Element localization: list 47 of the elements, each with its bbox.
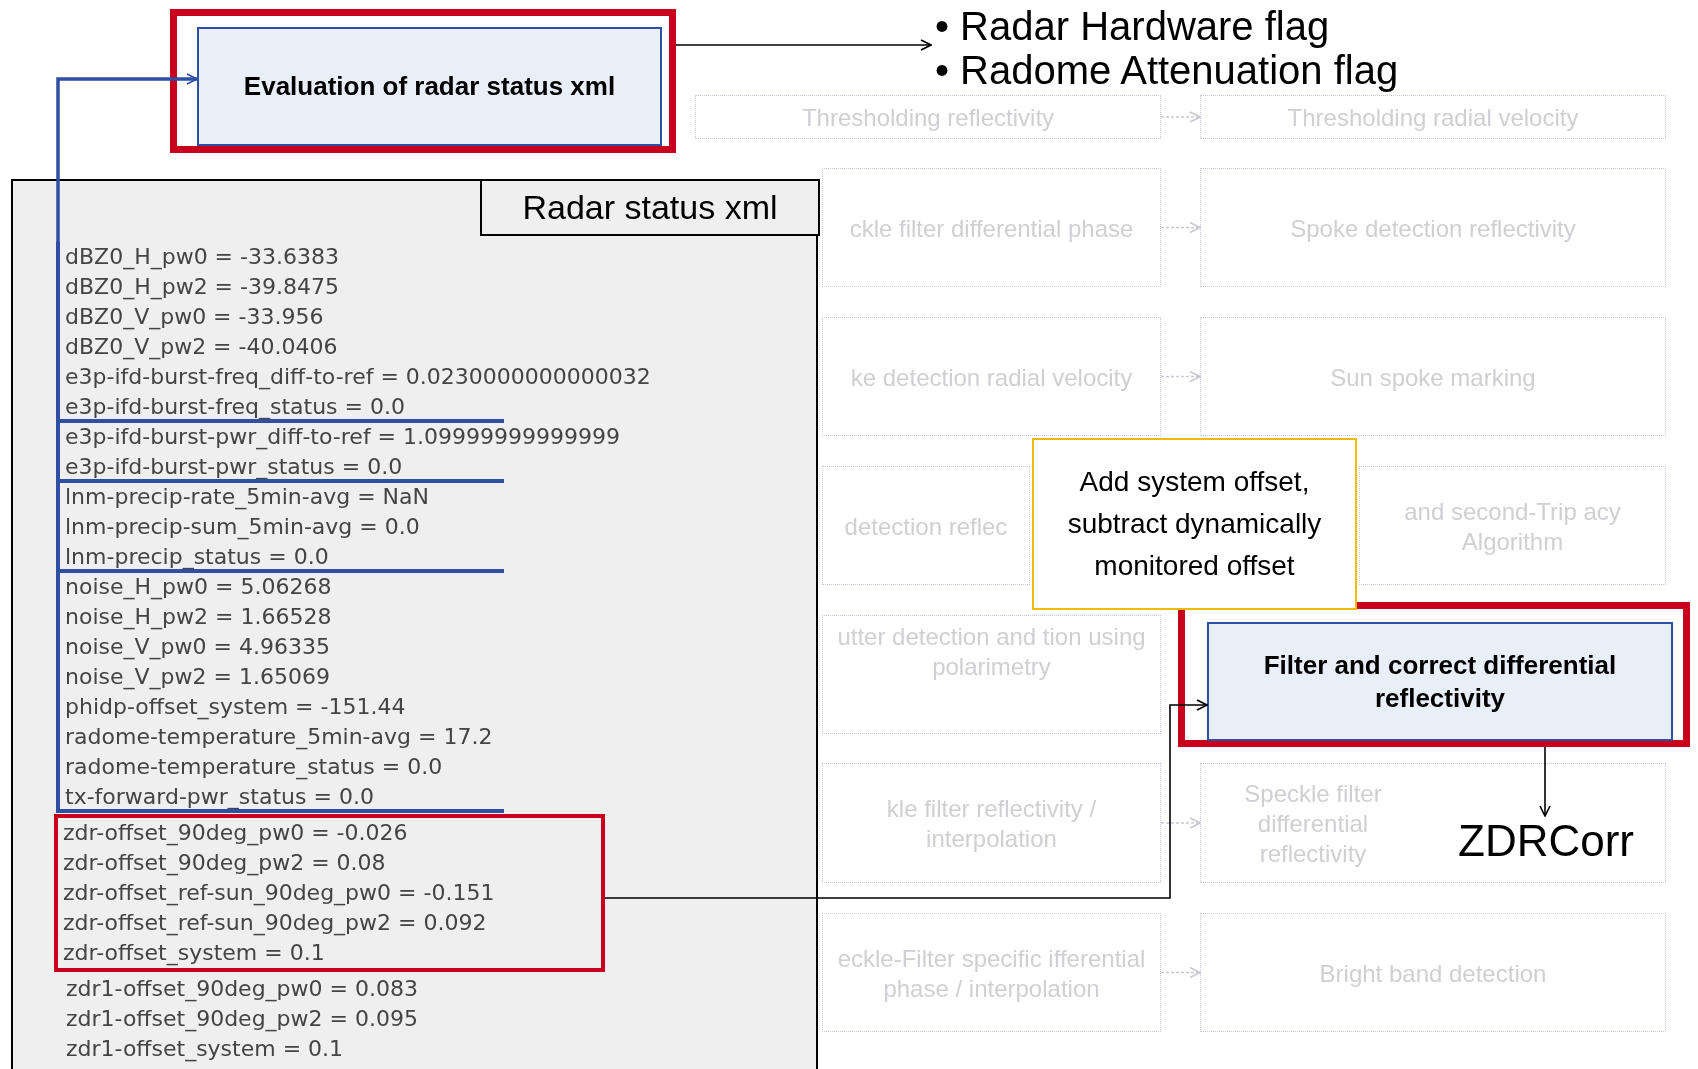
status-line: noise_V_pw0 = 4.96335 xyxy=(65,633,330,662)
faded-arrow xyxy=(1160,966,1201,979)
status-line: zdr-offset_ref-sun_90deg_pw2 = 0.092 xyxy=(63,909,487,938)
status-line: zdr1-offset_system = 0.1 xyxy=(66,1035,344,1064)
status-line: zdr1-offset_90deg_pw0 = 0.083 xyxy=(66,975,418,1004)
status-line: noise_V_pw2 = 1.65069 xyxy=(65,663,330,692)
status-line: lnm-precip-rate_5min-avg = NaN xyxy=(65,483,429,512)
status-line: lnm-precip_status = 0.0 xyxy=(65,543,329,571)
bullet-item: • Radome Attenuation flag xyxy=(934,48,1399,92)
arrow xyxy=(1539,746,1551,817)
faded-arrow xyxy=(1160,817,1201,829)
status-line: noise_H_pw0 = 5.06268 xyxy=(65,573,332,602)
arrow xyxy=(56,73,198,242)
status-line: tx-forward-pwr_status = 0.0 xyxy=(65,783,374,811)
status-line: noise_H_pw2 = 1.66528 xyxy=(65,603,332,632)
arrow xyxy=(675,39,932,51)
process-box: Evaluation of radar status xml xyxy=(197,27,662,146)
status-line: phidp-offset_system = -151.44 xyxy=(65,693,406,722)
status-line: dBZ0_V_pw0 = -33.956 xyxy=(65,303,324,332)
status-line: dBZ0_H_pw0 = -33.6383 xyxy=(65,243,339,272)
status-line: radome-temperature_5min-avg = 17.2 xyxy=(65,723,493,752)
process-box: Filter and correct differential reflectivity xyxy=(1207,622,1673,741)
status-line: zdr1-offset_90deg_pw2 = 0.095 xyxy=(66,1005,418,1034)
highlight-frame xyxy=(1178,602,1690,747)
status-line: zdr-offset_system = 0.1 xyxy=(63,939,325,968)
output-label: ZDRCorr xyxy=(1441,816,1651,872)
status-line: e3p-ifd-burst-freq_diff-to-ref = 0.0230000000000032 xyxy=(65,363,651,392)
status-line: zdr-offset_90deg_pw0 = -0.026 xyxy=(63,819,408,848)
bullet-item: • Radar Hardware flag xyxy=(934,4,1330,48)
status-line: dBZ0_H_pw2 = -39.8475 xyxy=(65,273,339,302)
panel-title: Radar status xml xyxy=(480,179,820,236)
note-box: Add system offset, subtract dynamically monitored offset xyxy=(1032,438,1357,610)
status-line: lnm-precip-sum_5min-avg = 0.0 xyxy=(65,513,420,542)
highlight-frame xyxy=(170,9,676,153)
faded-arrow xyxy=(1160,221,1201,234)
faded-arrow xyxy=(1160,111,1201,123)
arrow xyxy=(604,699,1208,899)
faded-arrow xyxy=(1160,370,1201,383)
highlight-frame xyxy=(54,814,605,972)
status-line: e3p-ifd-burst-pwr_diff-to-ref = 1.09999999999999 xyxy=(65,423,620,452)
status-line: zdr-offset_90deg_pw2 = 0.08 xyxy=(63,849,386,878)
status-line: e3p-ifd-burst-freq_status = 0.0 xyxy=(65,393,405,421)
status-line: e3p-ifd-burst-pwr_status = 0.0 xyxy=(65,453,403,481)
status-panel xyxy=(11,179,818,1069)
status-line: dBZ0_V_pw2 = -40.0406 xyxy=(65,333,338,362)
status-line: zdr-offset_ref-sun_90deg_pw0 = -0.151 xyxy=(63,879,495,908)
status-line: radome-temperature_status = 0.0 xyxy=(65,753,443,782)
